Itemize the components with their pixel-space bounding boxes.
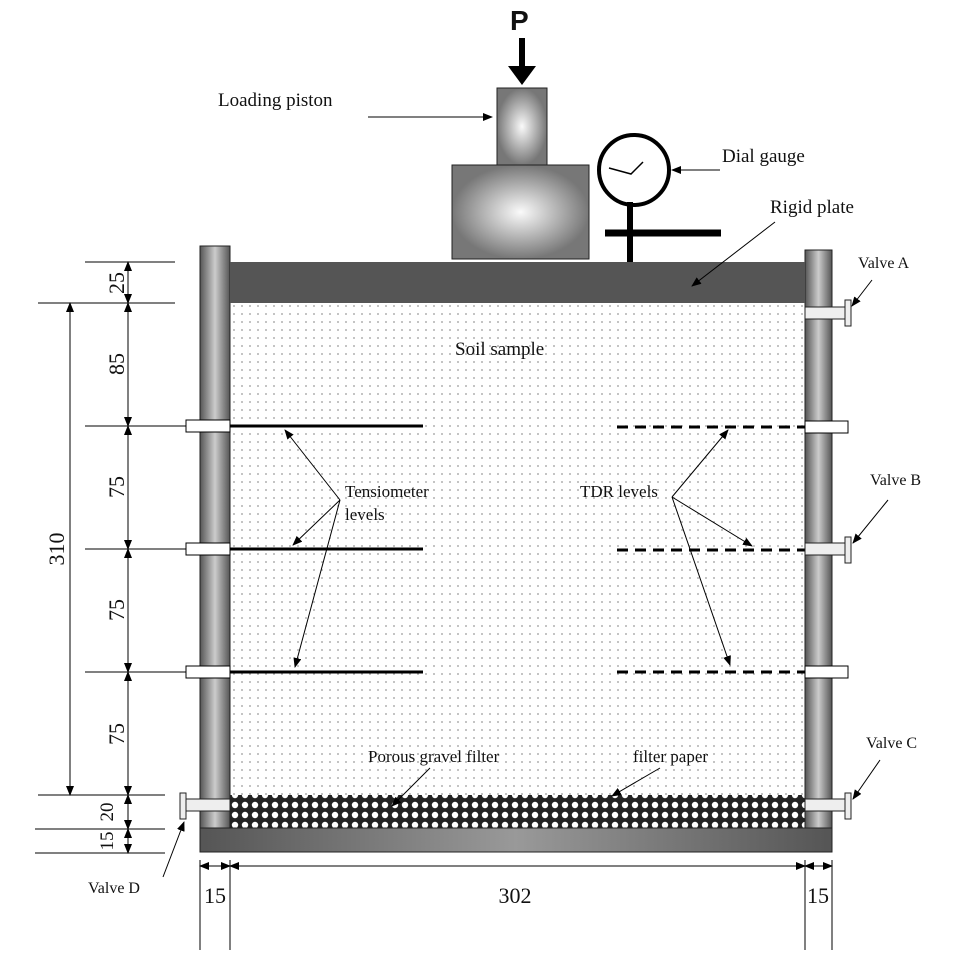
force-arrow-icon <box>508 66 536 85</box>
dim-inner-width: 302 <box>499 883 532 908</box>
gravel-filter <box>230 795 805 828</box>
tensiometer-label: Tensiometer <box>345 482 429 501</box>
dim-mid1: 75 <box>104 476 129 498</box>
dim-bottom: 75 <box>104 723 129 745</box>
left-wall <box>199 245 231 829</box>
dim-plate: 25 <box>104 272 129 294</box>
force-label: P <box>510 5 529 36</box>
dim-base: 15 <box>97 832 118 851</box>
valves[interactable] <box>179 299 852 820</box>
base-plate <box>199 827 833 853</box>
dim-mid2: 75 <box>104 599 129 621</box>
dim-wall-left: 15 <box>204 883 226 908</box>
loading-block <box>451 164 590 260</box>
dial-gauge-label: Dial gauge <box>722 146 805 167</box>
dim-wall-right: 15 <box>807 883 829 908</box>
filter-paper-label: filter paper <box>633 747 708 766</box>
valve-d-label: Valve D <box>88 880 140 897</box>
gravel-label: Porous gravel filter <box>368 747 500 766</box>
dim-gravel: 20 <box>97 803 118 822</box>
right-wall <box>804 249 833 829</box>
tensiometer-label-2: levels <box>345 505 385 524</box>
valve-a-label: Valve A <box>858 255 910 272</box>
tdr-label: TDR levels <box>580 482 658 501</box>
tdr-levels <box>617 420 849 679</box>
soil-sample-label: Soil sample <box>455 339 544 360</box>
valve-b-label: Valve B <box>870 472 921 489</box>
rigid-plate-label: Rigid plate <box>770 197 854 218</box>
tensiometer-levels <box>185 419 423 679</box>
rigid-plate <box>230 262 805 303</box>
valve-c-label: Valve C <box>866 735 917 752</box>
dim-top: 85 <box>104 353 129 375</box>
dim-total-height: 310 <box>44 533 69 566</box>
width-dimensions <box>199 860 833 950</box>
height-dimensions <box>35 261 186 854</box>
loading-piston <box>496 87 548 166</box>
loading-piston-label: Loading piston <box>218 90 333 111</box>
